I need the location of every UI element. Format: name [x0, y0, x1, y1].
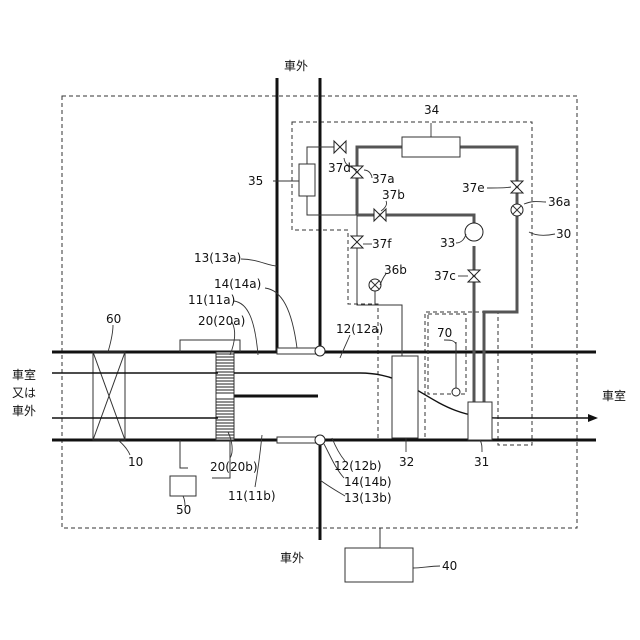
valve-37c — [468, 270, 480, 282]
ref-20a: 20(20a) — [198, 314, 245, 328]
sensor-70 — [452, 388, 460, 396]
ref-32: 32 — [399, 455, 414, 469]
ref-14a: 14(14a) — [214, 277, 261, 291]
heat-exchanger-20 — [216, 352, 234, 440]
damper-14a-pivot — [315, 346, 325, 356]
ref-10: 10 — [128, 455, 143, 469]
accumulator-35 — [299, 164, 315, 196]
airflow-arrowhead — [588, 414, 598, 422]
ref-50: 50 — [176, 503, 191, 517]
ref-37a: 37a — [372, 172, 395, 186]
ref-14b: 14(14b) — [344, 475, 392, 489]
damper-14b — [277, 437, 317, 443]
ref-37b: 37b — [382, 188, 405, 202]
heater-core-31 — [468, 402, 492, 440]
ref-34: 34 — [424, 103, 439, 117]
label-inlet-2: 又は — [12, 386, 36, 400]
ref-11b: 11(11b) — [228, 489, 276, 503]
ref-40: 40 — [442, 559, 457, 573]
ref-35: 35 — [248, 174, 263, 188]
label-inlet-1: 車室 — [12, 367, 36, 382]
expansion-valve-36a — [511, 204, 523, 216]
ref-12b: 12(12b) — [334, 459, 382, 473]
ref-37f: 37f — [372, 237, 392, 251]
ref-13a: 13(13a) — [194, 251, 241, 265]
valve-37f — [351, 236, 363, 248]
leader-lines — [108, 123, 555, 568]
ref-37c: 37c — [434, 269, 456, 283]
ref-36a: 36a — [548, 195, 571, 209]
evaporator-32 — [392, 356, 418, 438]
outdoor-heat-exchanger-34 — [402, 137, 460, 157]
motor-50-link — [180, 440, 188, 468]
ref-30: 30 — [556, 227, 571, 241]
controller-40 — [345, 548, 413, 582]
damper-14a — [277, 348, 317, 354]
compressor-33 — [465, 223, 483, 241]
label-inlet-3: 車外 — [12, 404, 36, 418]
label-cabin-right: 車室 — [602, 388, 626, 403]
label-outside-bottom: 車外 — [280, 551, 304, 565]
ref-11a: 11(11a) — [188, 293, 235, 307]
fan-housing — [180, 340, 240, 352]
valve-37b — [374, 209, 386, 221]
ref-36b: 36b — [384, 263, 407, 277]
motor-50 — [170, 476, 196, 496]
ref-70: 70 — [437, 326, 452, 340]
ref-12a: 12(12a) — [336, 322, 383, 336]
valve-37d — [334, 141, 346, 153]
ref-37e: 37e — [462, 181, 485, 195]
ref-33: 33 — [440, 236, 455, 250]
ref-20b: 20(20b) — [210, 460, 258, 474]
damper-14b-pivot — [315, 435, 325, 445]
ref-37d: 37d — [328, 161, 351, 175]
valve-37e — [511, 181, 523, 193]
ref-60: 60 — [106, 312, 121, 326]
label-outside-top: 車外 — [284, 59, 308, 73]
ref-31: 31 — [474, 455, 489, 469]
ref-13b: 13(13b) — [344, 491, 392, 505]
expansion-valve-36b — [369, 279, 381, 291]
